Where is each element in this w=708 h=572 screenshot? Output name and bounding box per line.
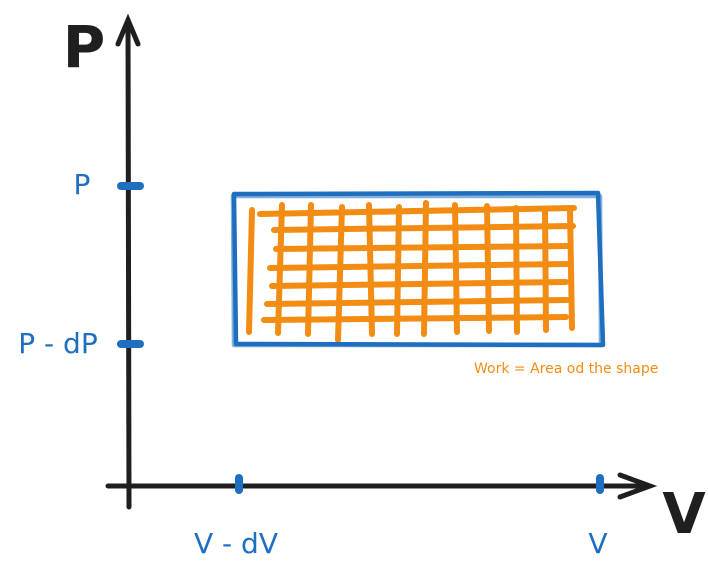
axes <box>105 13 658 510</box>
label-p: P <box>74 168 91 201</box>
label-p-minus-dp: P - dP <box>18 327 97 360</box>
label-v-minus-dv: V - dV <box>194 527 278 560</box>
rectangle-outline <box>230 190 606 348</box>
shaded-work-area <box>246 200 577 343</box>
tick-marks <box>117 182 604 494</box>
y-axis <box>125 17 132 510</box>
x-axis-arrowhead <box>617 472 658 500</box>
x-axis-title: V <box>662 482 706 547</box>
y-axis-title: P <box>63 13 106 81</box>
label-v: V <box>588 527 607 560</box>
y-axis-arrowhead <box>115 13 141 47</box>
work-area-annotation: Work = Area od the shape <box>474 361 658 377</box>
